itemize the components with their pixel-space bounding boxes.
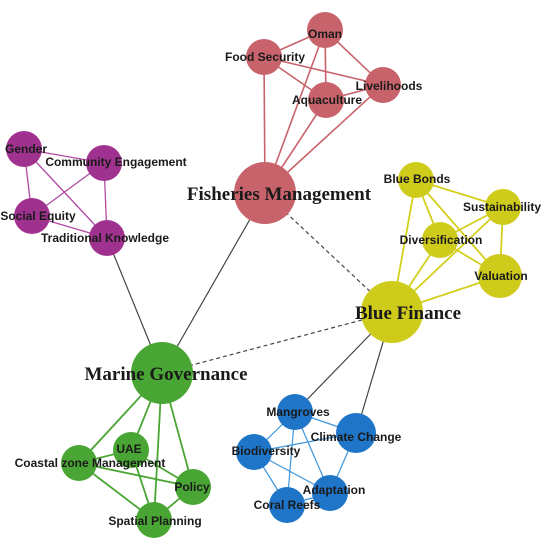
node-uae <box>113 432 149 468</box>
node-aquaculture <box>308 82 344 118</box>
hub-label-finance: Blue Finance <box>355 303 461 324</box>
label-sustainability: Sustainability <box>463 200 541 214</box>
label-community-engagement: Community Engagement <box>45 155 186 169</box>
label-blue-bonds: Blue Bonds <box>384 172 451 186</box>
node-blue-finance <box>361 281 423 343</box>
node-community-engagement <box>86 145 122 181</box>
label-mangroves: Mangroves <box>266 405 330 419</box>
label-valuation: Valuation <box>474 269 527 283</box>
node-valuation <box>478 254 522 298</box>
node-social-equity <box>14 198 50 234</box>
node-biodiversity <box>236 434 272 470</box>
label-diversification: Diversification <box>400 233 483 247</box>
hub-label-governance: Marine Governance <box>84 364 247 385</box>
label-coastal-zone-management: Coastal zone Management <box>15 456 166 470</box>
node-oman <box>307 12 343 48</box>
labels: Fisheries Management Blue Finance Marine… <box>0 27 541 528</box>
node-marine-governance <box>131 342 193 404</box>
label-social-equity: Social Equity <box>0 209 76 223</box>
label-adaptation: Adaptation <box>303 483 366 497</box>
node-livelihoods <box>365 67 401 103</box>
label-uae: UAE <box>116 442 141 456</box>
node-blue-bonds <box>398 162 434 198</box>
label-policy: Policy <box>174 480 210 494</box>
edge-governance-fisheries <box>161 192 266 374</box>
label-climate-change: Climate Change <box>311 430 402 444</box>
node-coral-reefs <box>269 487 305 523</box>
node-adaptation <box>312 475 348 511</box>
node-traditional-knowledge <box>89 220 125 256</box>
node-spatial-planning <box>136 502 172 538</box>
node-climate-change <box>336 413 376 453</box>
label-spatial-planning: Spatial Planning <box>108 514 201 528</box>
edge-governance-finance <box>161 311 393 374</box>
label-gender: Gender <box>5 142 47 156</box>
hub-label-fisheries: Fisheries Management <box>187 184 372 205</box>
node-policy <box>175 469 211 505</box>
node-gender <box>6 131 42 167</box>
nodes <box>6 12 522 538</box>
label-aquaculture: Aquaculture <box>292 93 362 107</box>
node-fisheries-management <box>234 162 296 224</box>
label-oman: Oman <box>308 27 342 41</box>
node-food-security <box>246 39 282 75</box>
node-mangroves <box>277 394 313 430</box>
label-food-security: Food Security <box>225 50 305 64</box>
label-coral-reefs: Coral Reefs <box>254 498 321 512</box>
label-livelihoods: Livelihoods <box>356 79 423 93</box>
label-biodiversity: Biodiversity <box>232 444 301 458</box>
node-coastal-zone-management <box>61 445 97 481</box>
node-diversification <box>422 222 458 258</box>
node-sustainability <box>485 189 521 225</box>
label-traditional-knowledge: Traditional Knowledge <box>41 231 169 245</box>
